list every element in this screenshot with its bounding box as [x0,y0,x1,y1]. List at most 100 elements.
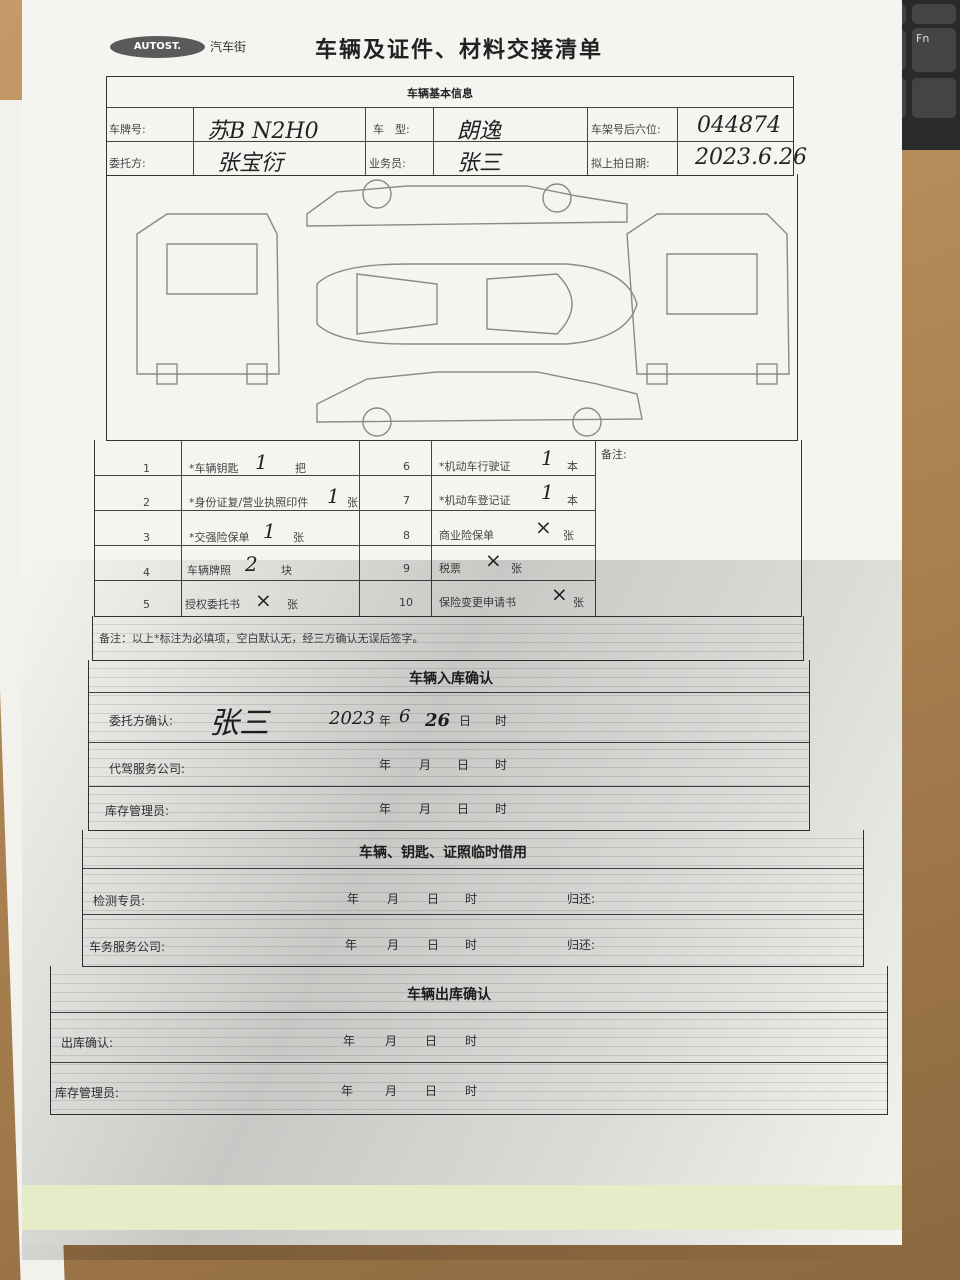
item-unit: 本 [567,460,578,473]
keyboard-key [912,4,956,24]
row-divider [107,141,793,142]
loan-section-title: 车辆、钥匙、证照临时借用 [359,845,527,861]
col-divider [193,107,194,175]
item-num: 7 [403,494,410,507]
item-label: *机动车登记证 [439,494,511,507]
item-num: 1 [143,462,150,475]
year-label: 年 [341,1084,354,1098]
entry-section-title: 车辆入库确认 [409,671,493,687]
item-unit: 张 [563,529,574,542]
item-value: 1 [255,450,268,474]
row-divider [95,545,595,546]
auction-date-label: 拟上拍日期: [591,157,650,170]
car-diagram-panel [106,174,798,441]
row-divider [95,475,595,476]
item-unit: 把 [295,462,306,475]
day-label: 日 [425,1034,438,1048]
item-label: 保险变更申请书 [439,596,516,609]
col-divider [677,107,678,175]
row-divider [89,742,809,743]
day-label: 日 [457,802,470,816]
ruled-lines [89,660,809,830]
row-divider [51,1012,887,1013]
salesman-value: 张三 [457,151,502,176]
plate-value: 苏B N2H0 [207,119,319,144]
client-label: 委托方: [109,157,146,170]
auction-date-value: 2023.6.26 [695,145,807,170]
loan-row-label: 车务服务公司: [89,940,166,954]
hour-label: 时 [465,938,478,952]
item-label: 税票 [439,562,461,575]
item-num: 2 [143,496,150,509]
item-value: 1 [541,480,554,504]
item-value: 1 [327,484,340,508]
item-value: × [255,588,272,612]
year-label: 年 [379,758,392,772]
month-label: 月 [385,1084,398,1098]
copy-sheet-edge [22,1185,902,1230]
entry-month-handwritten: 6 [399,706,411,727]
row-divider [95,580,595,581]
plate-label: 车牌号: [109,123,146,136]
year-label: 年 [379,802,392,816]
hour-label: 时 [495,758,508,772]
col-divider [431,440,432,616]
item-num: 8 [403,529,410,542]
form-title: 车辆及证件、材料交接清单 [315,38,604,63]
basic-info-title: 车辆基本信息 [407,87,473,100]
entry-row-label: 委托方确认: [109,714,174,728]
entry-row-label: 库存管理员: [105,804,170,818]
col-divider [433,107,434,175]
row-divider [51,1062,887,1063]
hour-label: 时 [465,1034,478,1048]
model-value: 朗逸 [457,119,502,144]
note-row: 备注：以上*标注为必填项，空白默认无，经三方确认无误后签字。 [92,616,804,661]
row-divider [89,786,809,787]
item-num: 10 [399,596,413,609]
entry-row-label: 代驾服务公司: [109,762,186,776]
checklist-table: 备注: 1 *车辆钥匙 1 把 2 *身份证复/营业执照印件 1 张 3 *交强… [94,440,802,617]
item-value: × [485,548,502,572]
month-label: 月 [419,802,432,816]
model-label: 车 型: [373,123,410,136]
item-label: *身份证复/营业执照印件 [189,496,309,509]
item-value: 2 [245,552,258,576]
item-value: 1 [541,446,554,470]
ruled-lines [51,966,887,1114]
row-divider [95,510,595,511]
item-num: 4 [143,566,150,579]
item-label: 车辆牌照 [187,564,231,577]
hour-label: 时 [465,892,478,906]
hour-label: 时 [465,1084,478,1098]
item-unit: 张 [287,598,298,611]
year-label: 年 [379,714,392,728]
return-label: 归还: [567,938,596,952]
entry-confirmation-section: 车辆入库确认 委托方确认: 张三 2023 年 6 26 日 时 代驾服务公司:… [88,660,810,831]
fn-key: Fn [912,28,956,72]
checklist-note: 备注：以上*标注为必填项，空白默认无，经三方确认无误后签字。 [99,632,424,645]
car-diagram [136,179,790,437]
item-value: 1 [263,519,276,543]
keyboard-key [912,78,956,118]
vin-label: 车架号后六位: [591,123,661,136]
item-num: 9 [403,562,410,575]
month-label: 月 [387,892,400,906]
item-label: *车辆钥匙 [189,462,239,475]
year-label: 年 [347,892,360,906]
item-unit: 张 [511,562,522,575]
form-header: AUTOST. 汽车街 车辆及证件、材料交接清单 [110,30,810,70]
exit-row-label: 库存管理员: [55,1086,120,1100]
item-num: 3 [143,531,150,544]
item-unit: 张 [293,531,304,544]
day-label: 日 [427,938,440,952]
exit-confirmation-section: 车辆出库确认 出库确认: 年 月 日 时 库存管理员: 年 月 日 时 [50,966,888,1115]
handover-form: AUTOST. 汽车街 车辆及证件、材料交接清单 车辆基本信息 车牌号: 苏B … [22,0,902,1245]
item-unit: 张 [347,496,358,509]
item-label: *交强险保单 [189,531,250,544]
entry-day-handwritten: 26 [425,710,451,731]
item-label: 商业险保单 [439,529,494,542]
day-label: 日 [457,758,470,772]
row-divider [107,107,793,108]
month-label: 月 [385,1034,398,1048]
row-divider [89,692,809,693]
